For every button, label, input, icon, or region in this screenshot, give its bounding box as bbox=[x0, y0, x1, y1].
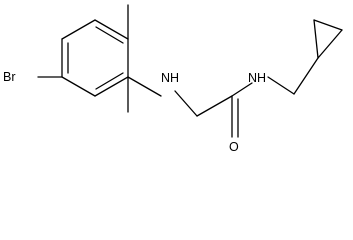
ring-double-bond-c1-c2 bbox=[95, 26, 124, 44]
ring-bond-c5-c6 bbox=[94, 76, 129, 97]
cyclopropyl-bond-3 bbox=[313, 19, 319, 59]
bond-ch2-cyclopropyl bbox=[293, 57, 319, 95]
cyclopropyl-bond-1 bbox=[317, 29, 343, 59]
bond-ch2-carbonyl bbox=[196, 95, 233, 117]
bromine-label: Br bbox=[3, 70, 16, 84]
bond-nh-ch2 bbox=[174, 90, 198, 117]
bond-carbonyl-nh bbox=[231, 82, 253, 97]
ring-bond-c1-c2 bbox=[94, 19, 129, 40]
ring-bond-c4-c5 bbox=[61, 76, 96, 97]
benzene-ring bbox=[61, 19, 129, 97]
amide-nitrogen-label: NH bbox=[248, 71, 266, 85]
bond-nh-ch2-2 bbox=[267, 76, 295, 95]
oxygen-label: O bbox=[229, 140, 239, 154]
aryl-amine-label: NH bbox=[161, 71, 179, 85]
molecule-structure: Br NH NH O bbox=[3, 4, 343, 154]
ring-bond-c2-c3 bbox=[61, 19, 96, 40]
ring-double-bond-c5-c6 bbox=[95, 72, 124, 90]
cyclopropyl-bond-2 bbox=[313, 19, 343, 31]
cyclopropyl-ring bbox=[313, 19, 343, 59]
bond-c6-nh bbox=[127, 76, 162, 97]
